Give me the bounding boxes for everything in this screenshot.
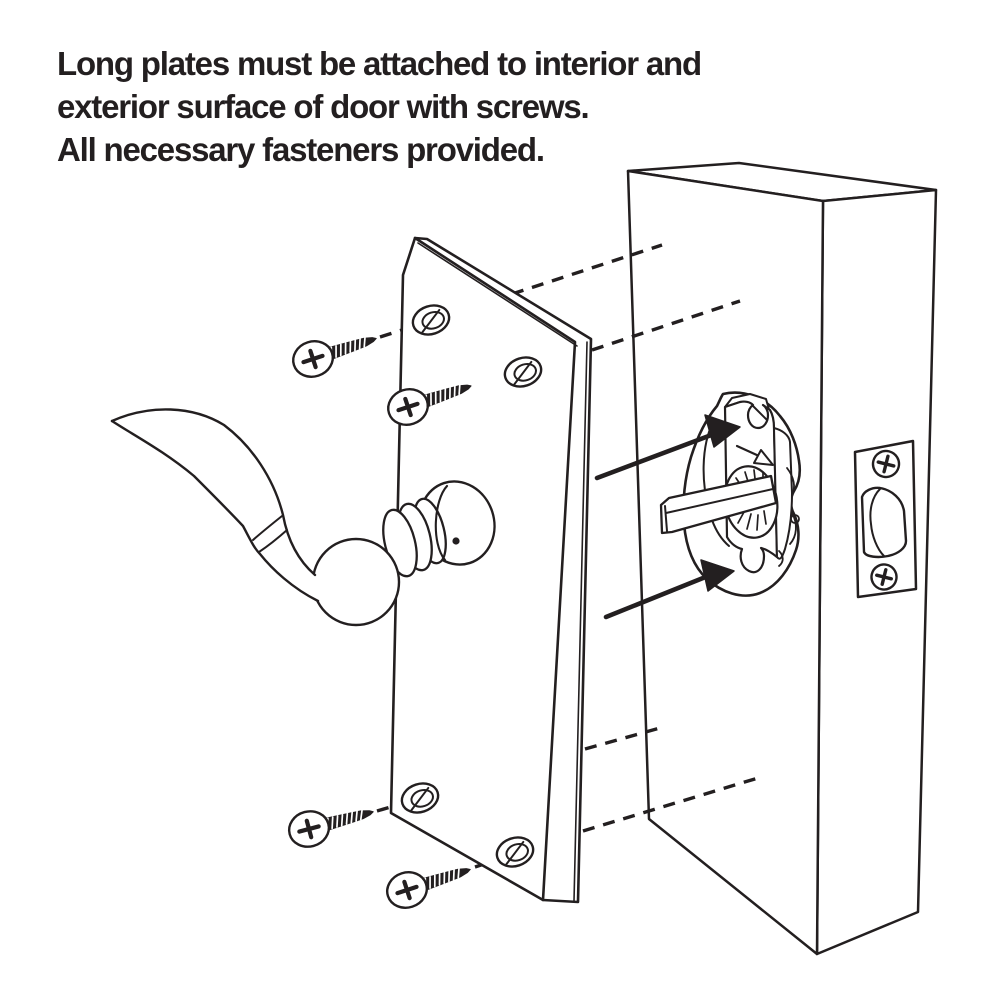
dash-line-bottom-1b bbox=[584, 726, 661, 751]
screw-hole-4 bbox=[495, 836, 535, 868]
spindle-end-edge bbox=[664, 505, 668, 532]
mounting-screw-2 bbox=[387, 384, 472, 426]
dash-line-top-2b bbox=[591, 299, 741, 352]
lever-arm-fill bbox=[112, 409, 340, 601]
long-plate bbox=[389, 236, 593, 904]
screw-hole-1 bbox=[411, 304, 451, 336]
lever-arm-bottom-edge bbox=[110, 419, 320, 603]
lever-crease-1 bbox=[252, 515, 283, 541]
insertion-arrow-down bbox=[603, 559, 735, 620]
plate-bevel-line-top bbox=[417, 242, 578, 347]
latch-screw-top bbox=[871, 449, 901, 479]
handle-set-screw-dot bbox=[452, 537, 460, 545]
mounting-screw-3 bbox=[287, 809, 374, 848]
plate-front-top-edge bbox=[413, 236, 577, 902]
insertion-arrows bbox=[594, 414, 741, 620]
dash-line-bottom-2b bbox=[582, 776, 759, 833]
rotation-arrow-icon bbox=[735, 444, 774, 466]
screw-hole-3 bbox=[400, 782, 440, 814]
mech-side-details bbox=[778, 467, 800, 567]
spindle-body bbox=[659, 474, 778, 535]
latch-assembly bbox=[853, 439, 918, 599]
latch-bolt bbox=[860, 486, 908, 559]
caption-line-3: All necessary fasteners provided. bbox=[57, 131, 545, 168]
spindle bbox=[659, 474, 778, 535]
rotation-arrow-head bbox=[753, 449, 774, 466]
handle-hub bbox=[311, 537, 401, 627]
handle-rose-face-arc bbox=[434, 484, 449, 562]
mounting-screw-4 bbox=[386, 867, 471, 909]
insertion-arrow-up bbox=[594, 414, 741, 481]
caption-line-1: Long plates must be attached to interior… bbox=[57, 45, 702, 82]
mounting-screw-1 bbox=[292, 336, 377, 378]
caption: Long plates must be attached to interior… bbox=[57, 42, 702, 171]
lever-arm-top-edge bbox=[110, 408, 317, 577]
lever-handle bbox=[110, 408, 496, 627]
latch-screw-bottom bbox=[870, 563, 898, 591]
lever-crease-2 bbox=[258, 529, 288, 553]
dash-line-top-1b bbox=[511, 243, 663, 296]
spindle-edge bbox=[665, 488, 774, 514]
mech-body-side bbox=[773, 427, 793, 560]
plate-bevel-line-right bbox=[573, 341, 588, 902]
caption-line-2: exterior surface of door with screws. bbox=[57, 88, 590, 125]
screw-hole-2 bbox=[503, 356, 543, 388]
rotation-arrow-shaft bbox=[735, 444, 761, 458]
mounting-screws bbox=[287, 336, 472, 909]
